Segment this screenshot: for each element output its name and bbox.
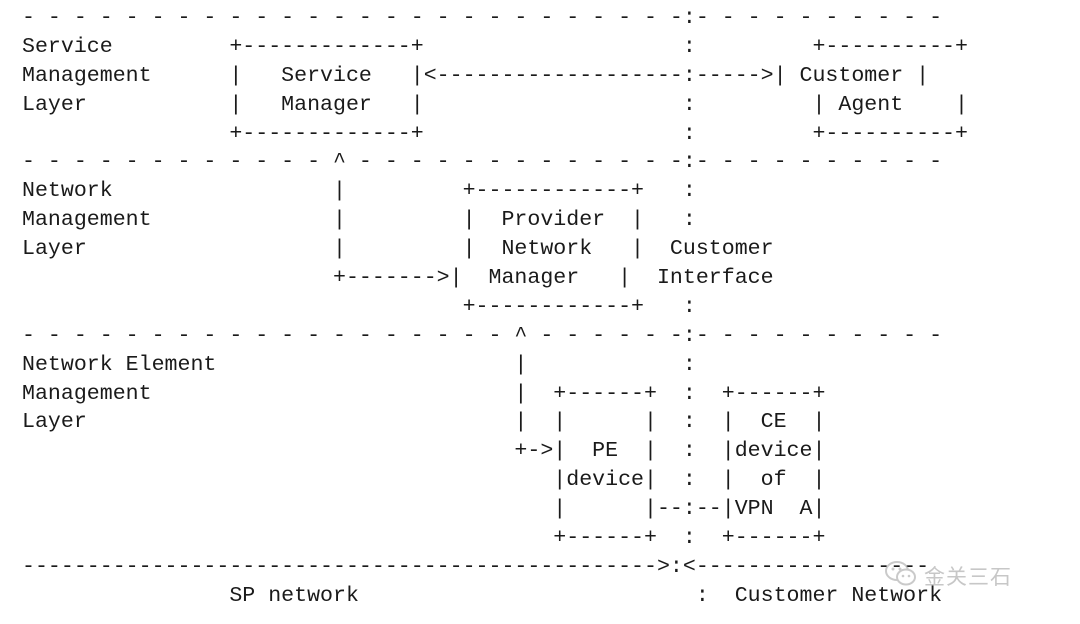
ascii-diagram: - - - - - - - - - - - - - - - - - - - - … bbox=[22, 4, 968, 611]
layer-divider-line: - - - - - - - - - - - - - - - - - - - ^ … bbox=[22, 323, 943, 348]
layer-divider-line: - - - - - - - - - - - - ^ - - - - - - - … bbox=[22, 150, 943, 175]
network-layer-line-3: Layer | | Network | Customer bbox=[22, 237, 774, 262]
network-layer-line-5: +------------+ : bbox=[22, 294, 696, 319]
element-layer-line-5: |device| : | of | bbox=[22, 468, 826, 493]
watermark-text: 金关三石 bbox=[924, 565, 1012, 589]
element-layer-line-3: Layer | | | : | CE | bbox=[22, 410, 826, 435]
layer-divider-line: - - - - - - - - - - - - - - - - - - - - … bbox=[22, 6, 943, 30]
network-boundary-line: ----------------------------------------… bbox=[22, 554, 930, 579]
watermark: 金关三石 bbox=[884, 558, 1012, 594]
element-layer-line-2: Management | +------+ : +------+ bbox=[22, 381, 826, 406]
network-layer-line-2: Management | | Provider | : bbox=[22, 208, 696, 233]
service-layer-line-4: +-------------+ : +----------+ bbox=[22, 121, 968, 146]
element-layer-line-1: Network Element | : bbox=[22, 352, 696, 377]
network-layer-line-1: Network | +------------+ : bbox=[22, 179, 696, 204]
service-layer-line-3: Layer | Manager | : | Agent | bbox=[22, 92, 968, 117]
network-layer-line-4: +------->| Manager | Interface bbox=[22, 266, 774, 291]
element-layer-line-4: +->| PE | : |device| bbox=[22, 439, 826, 464]
service-layer-line-1: Service +-------------+ : +----------+ bbox=[22, 34, 968, 59]
element-layer-line-6: | |--:--|VPN A| bbox=[22, 497, 826, 522]
element-layer-line-7: +------+ : +------+ bbox=[22, 526, 826, 551]
service-layer-line-2: Management | Service |<-----------------… bbox=[22, 63, 930, 88]
network-labels-line: SP network : Customer Network bbox=[22, 583, 943, 608]
wechat-icon bbox=[884, 559, 918, 594]
